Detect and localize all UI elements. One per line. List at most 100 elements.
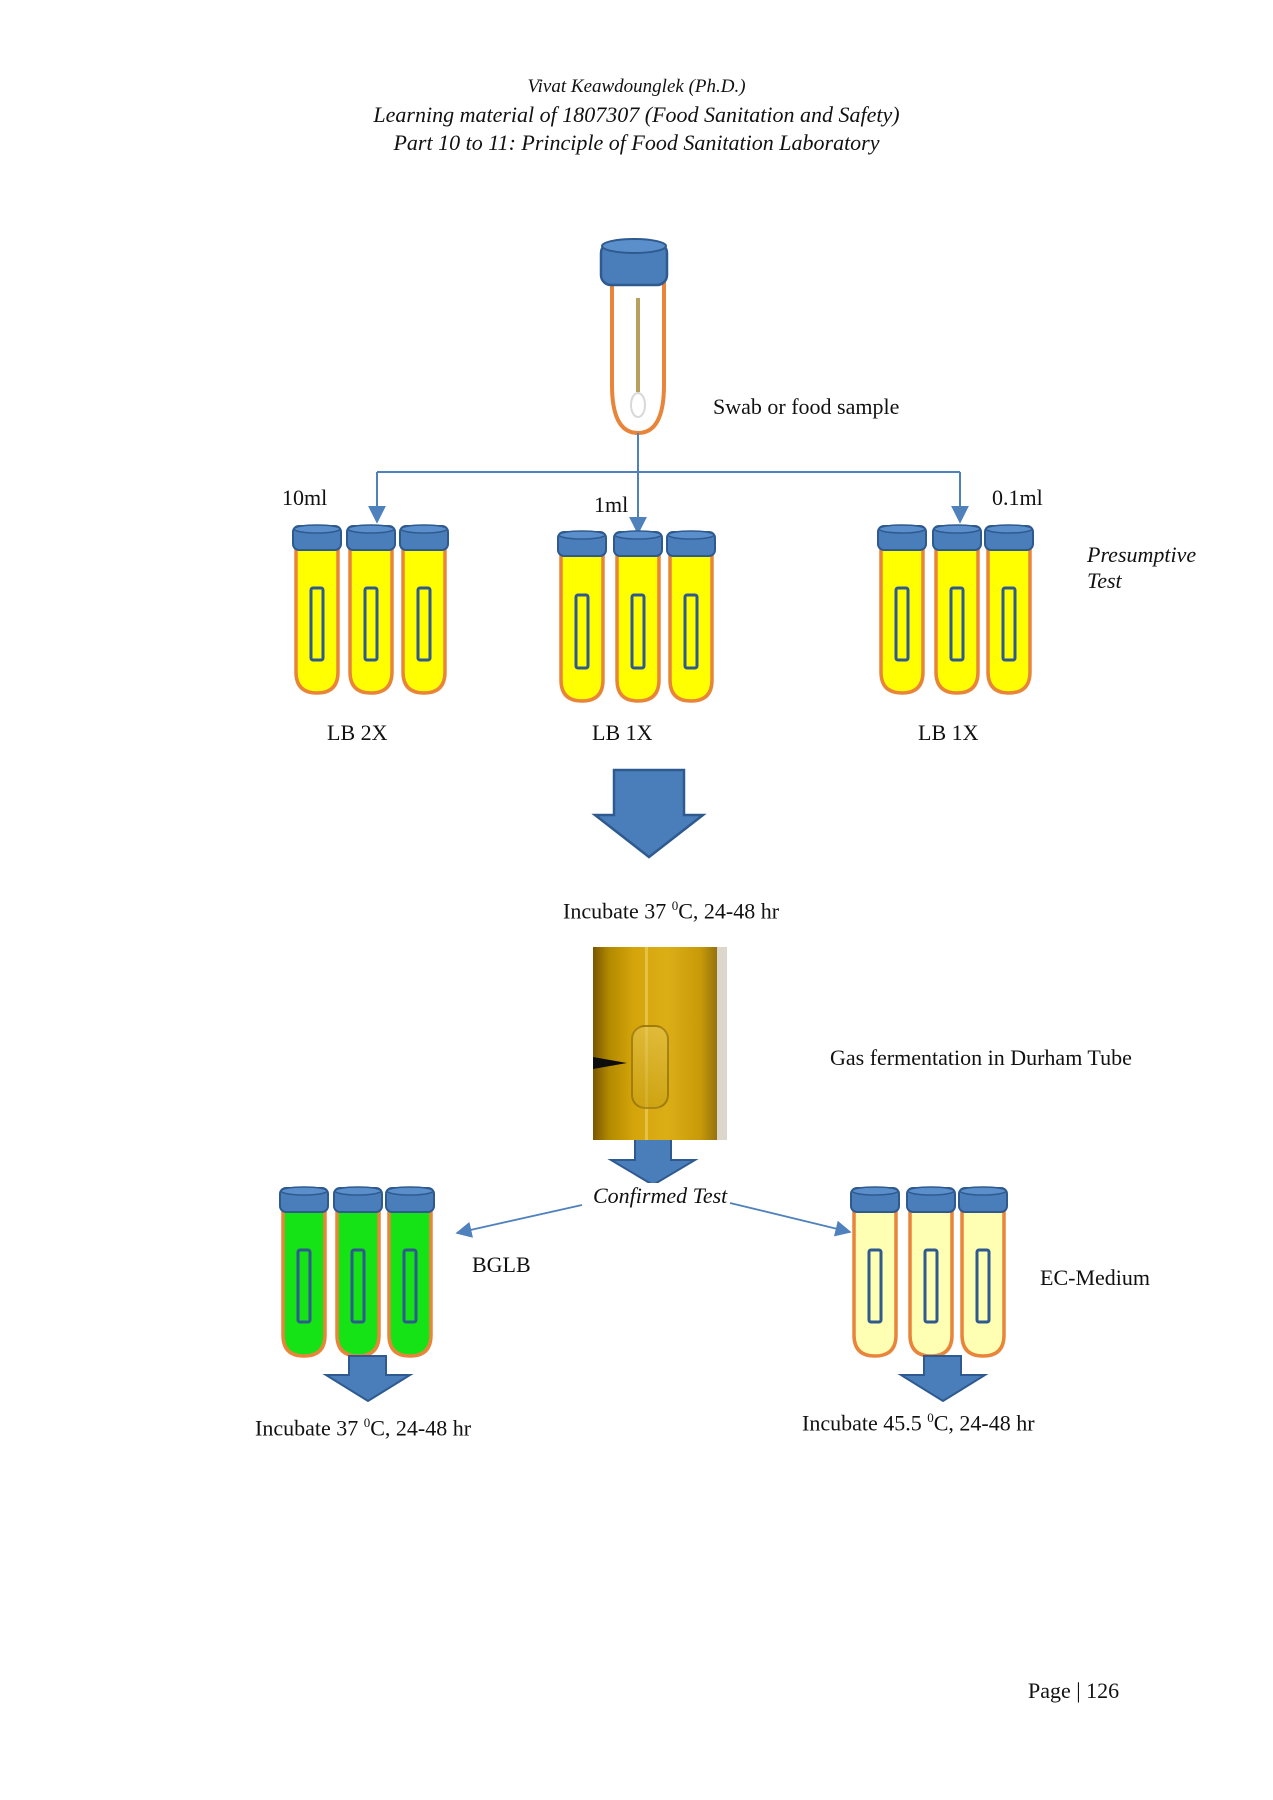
sample-tube	[599, 238, 669, 436]
photo-background-edge	[717, 947, 727, 1140]
line-to-bglb	[455, 1204, 583, 1238]
media-label-lb1x-b: LB 1X	[918, 720, 979, 745]
swab-tip	[630, 392, 646, 418]
header-course: Learning material of 1807307 (Food Sanit…	[373, 102, 900, 127]
test-tube	[292, 524, 342, 695]
photo-caption: Gas fermentation in Durham Tube	[830, 1045, 1132, 1070]
incubate-presumptive-prefix: Incubate 37	[563, 898, 672, 924]
tube-body-medium	[401, 544, 447, 695]
tube-body-medium	[986, 544, 1032, 695]
header-part: Part 10 to 11: Principle of Food Sanitat…	[393, 130, 880, 155]
tube-group-bglb	[279, 1186, 435, 1358]
incubate-bglb-degree: 0	[363, 1415, 371, 1430]
test-tube	[333, 1186, 383, 1358]
test-tube	[850, 1186, 900, 1358]
tube-cap-rim	[558, 530, 606, 540]
volume-label-1ml: 1ml	[594, 492, 629, 517]
sample-tube-cap-top	[601, 238, 667, 254]
durham-tube	[894, 586, 910, 662]
down-arrow-confirmed	[607, 1136, 699, 1187]
tube-body-medium	[879, 544, 925, 695]
durham-tube	[416, 586, 432, 662]
down-arrow-incubate	[591, 768, 707, 859]
tube-body-medium	[294, 544, 340, 695]
volume-label-10ml: 10ml	[282, 485, 328, 510]
test-tube	[877, 524, 927, 695]
test-tube	[613, 530, 663, 703]
durham-tube	[402, 1248, 418, 1324]
incubate-ec-prefix: Incubate 45.5	[802, 1410, 928, 1436]
incubate-ec-degree: 0	[927, 1410, 934, 1425]
tube-cap-rim	[293, 524, 341, 534]
presumptive-label-line1: Presumptive	[1087, 542, 1197, 567]
down-arrow-bglb	[322, 1355, 414, 1403]
tube-cap-rim	[386, 1186, 434, 1196]
test-tube	[279, 1186, 329, 1358]
test-tube	[385, 1186, 435, 1358]
durham-tube-photo	[593, 947, 727, 1140]
tube-body-medium	[281, 1206, 327, 1358]
line-to-ec	[729, 1202, 852, 1237]
tube-body-medium	[559, 550, 605, 703]
incubate-bglb-label: Incubate 37 0C, 24-48 hr	[255, 1415, 471, 1441]
tube-body-medium	[908, 1206, 954, 1358]
durham-tube	[683, 593, 699, 670]
tube-group-10ml-lb2x	[292, 524, 449, 695]
tube-cap-rim	[851, 1186, 899, 1196]
incubate-ec-label: Incubate 45.5 0C, 24-48 hr	[802, 1410, 1035, 1436]
durham-tube	[867, 1248, 883, 1324]
tube-cap-rim	[878, 524, 926, 534]
test-tube	[557, 530, 607, 703]
incubate-ec-suffix: C, 24-48 hr	[933, 1410, 1035, 1436]
incubate-presumptive-degree: 0	[671, 898, 679, 913]
test-tube	[932, 524, 982, 695]
test-tube	[984, 524, 1034, 695]
presumptive-label: Presumptive Test	[1087, 542, 1196, 594]
test-tube	[399, 524, 449, 695]
tube-cap-rim	[985, 524, 1033, 534]
incubate-bglb-prefix: Incubate 37	[255, 1415, 364, 1441]
tube-cap-rim	[667, 530, 715, 540]
tube-body-medium	[348, 544, 394, 695]
durham-tube	[363, 586, 379, 662]
durham-tube	[309, 586, 325, 662]
incubate-presumptive-label: Incubate 37 0C, 24-48 hr	[563, 898, 779, 924]
durham-tube	[923, 1248, 939, 1324]
durham-tube	[574, 593, 590, 670]
tube-cap-rim	[347, 524, 395, 534]
test-tube	[666, 530, 716, 703]
tube-body-medium	[960, 1206, 1006, 1358]
media-label-lb2x: LB 2X	[327, 720, 388, 745]
media-label-lb1x-a: LB 1X	[592, 720, 653, 745]
ec-medium-label: EC-Medium	[1040, 1265, 1150, 1290]
durham-tube	[630, 593, 646, 670]
durham-tube	[296, 1248, 312, 1324]
sample-label: Swab or food sample	[713, 394, 900, 419]
durham-tube-gas-bubble	[631, 1025, 669, 1109]
tube-body-medium	[934, 544, 980, 695]
tube-cap-rim	[334, 1186, 382, 1196]
tube-cap-rim	[959, 1186, 1007, 1196]
durham-tube	[975, 1248, 991, 1324]
tube-group-1ml-lb1x	[557, 530, 716, 703]
tube-body-medium	[387, 1206, 433, 1358]
incubate-presumptive-suffix: C, 24-48 hr	[678, 898, 780, 924]
tube-cap-rim	[907, 1186, 955, 1196]
presumptive-label-line2: Test	[1087, 568, 1122, 593]
tube-cap-rim	[614, 530, 662, 540]
test-tube	[906, 1186, 956, 1358]
durham-tube	[949, 586, 965, 662]
tube-body-medium	[668, 550, 714, 703]
tube-body-medium	[615, 550, 661, 703]
down-arrow-ec	[897, 1355, 989, 1403]
header-author: Vivat Keawdounglek (Ph.D.)	[527, 76, 746, 97]
tube-group-ec-medium	[850, 1186, 1008, 1358]
bglb-label: BGLB	[472, 1252, 531, 1277]
tube-body-medium	[852, 1206, 898, 1358]
page-number: Page | 126	[1028, 1678, 1120, 1703]
tube-cap-rim	[400, 524, 448, 534]
test-tube	[958, 1186, 1008, 1358]
tube-group-0.1ml-lb1x	[877, 524, 1034, 695]
tube-cap-rim	[280, 1186, 328, 1196]
